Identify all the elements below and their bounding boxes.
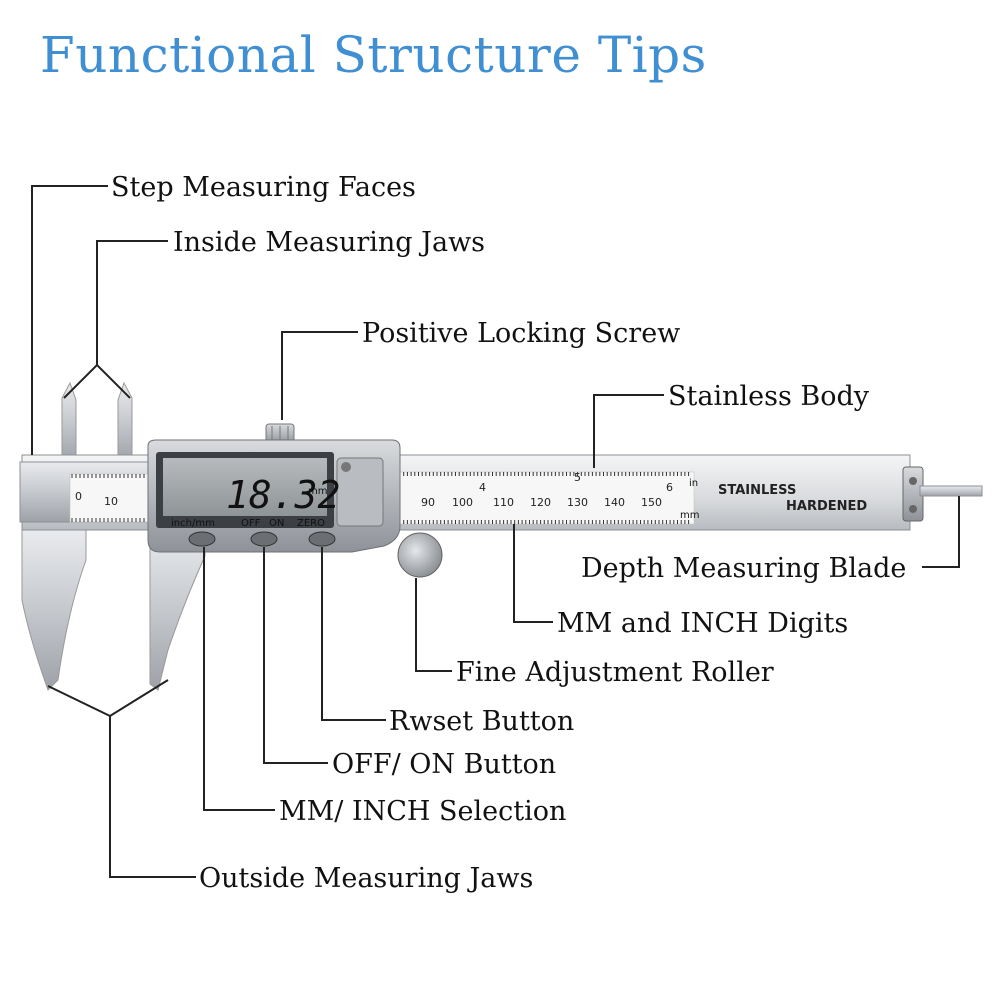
scale-number: 150 (641, 496, 662, 509)
scale-unit-mm: mm (680, 510, 699, 521)
lcd-unit: mm (308, 486, 327, 497)
label-step-measuring-faces: Step Measuring Faces (111, 172, 416, 203)
caption-inch-mm: inch/mm (171, 518, 215, 529)
engrave-stainless: STAINLESS (718, 483, 796, 498)
slider-head (147, 439, 401, 553)
caption-zero: ZERO (297, 518, 325, 529)
label-off-on-button: OFF/ ON Button (332, 749, 556, 780)
label-mm-inch-digits: MM and INCH Digits (557, 608, 848, 639)
page-title: Functional Structure Tips (40, 26, 707, 84)
engrave-hardened: HARDENED (786, 499, 867, 514)
caption-off: OFF (241, 518, 261, 529)
scale-number: 110 (493, 496, 514, 509)
scale-unit-in: in (689, 478, 698, 489)
leader-lines (31, 185, 960, 878)
label-stainless-body: Stainless Body (668, 381, 870, 412)
label-outside-measuring-jaws: Outside Measuring Jaws (199, 863, 533, 894)
scale-number: 0 (75, 490, 82, 503)
depth-measuring-blade (919, 485, 983, 497)
scale-number: 90 (421, 496, 435, 509)
scale-number: 130 (567, 496, 588, 509)
caption-on: ON (269, 518, 284, 529)
scale-number: 10 (104, 495, 118, 508)
scale-number: 4 (479, 481, 486, 494)
label-mm-inch-selection: MM/ INCH Selection (279, 796, 566, 827)
label-fine-adjustment-roller: Fine Adjustment Roller (456, 657, 774, 688)
label-reset-button: Rwset Button (389, 706, 574, 737)
scale-number: 6 (666, 481, 673, 494)
label-inside-measuring-jaws: Inside Measuring Jaws (173, 227, 485, 258)
mm-inch-button[interactable] (188, 531, 216, 547)
label-depth-measuring-blade: Depth Measuring Blade (581, 553, 906, 584)
scale-number: 120 (530, 496, 551, 509)
scale-number: 140 (604, 496, 625, 509)
reset-button[interactable] (308, 531, 336, 547)
label-positive-locking-screw: Positive Locking Screw (362, 318, 680, 349)
scale-strip (69, 471, 695, 525)
scale-number: 5 (574, 471, 581, 484)
outside-measuring-jaws (21, 529, 206, 691)
lcd-reading: 18.32 (226, 473, 340, 517)
inside-measuring-jaws (61, 381, 133, 463)
scale-number: 100 (452, 496, 473, 509)
fine-adjustment-roller[interactable] (397, 532, 443, 578)
off-on-button[interactable] (250, 531, 278, 547)
